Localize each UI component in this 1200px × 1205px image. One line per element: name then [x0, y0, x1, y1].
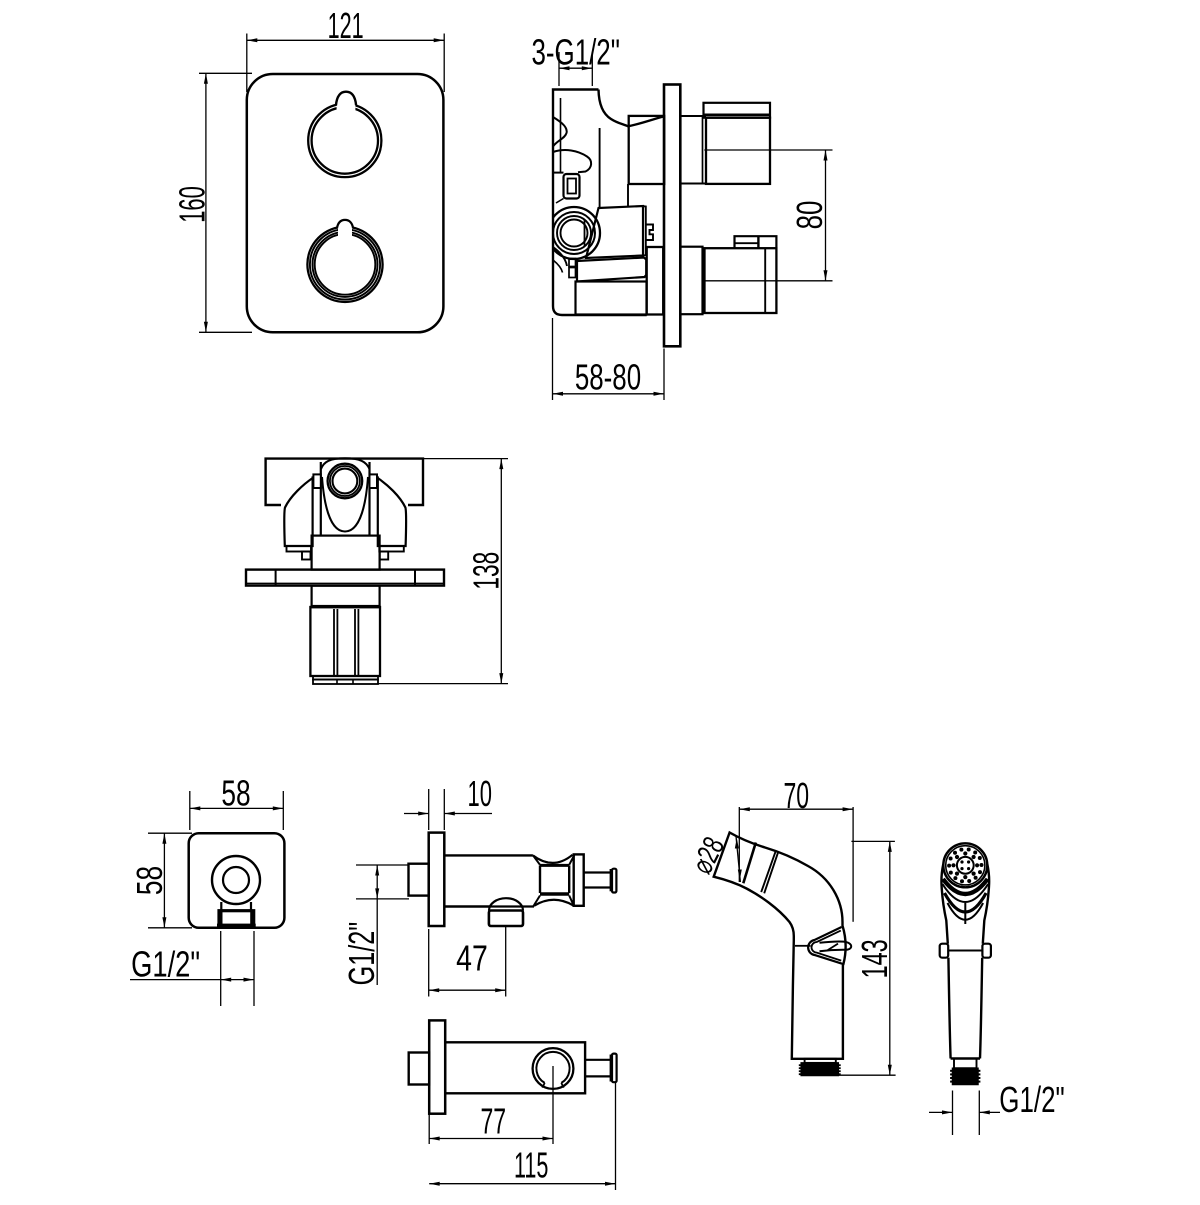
svg-text:58-80: 58-80: [575, 357, 641, 397]
svg-text:115: 115: [514, 1146, 548, 1186]
svg-text:47: 47: [456, 938, 488, 978]
svg-text:G1/2": G1/2": [342, 922, 383, 986]
svg-text:143: 143: [856, 939, 895, 978]
svg-text:3-G1/2": 3-G1/2": [531, 32, 619, 72]
svg-text:G1/2": G1/2": [999, 1080, 1064, 1120]
svg-text:138: 138: [467, 552, 506, 590]
svg-text:10: 10: [467, 775, 491, 815]
svg-text:G1/2": G1/2": [131, 944, 200, 985]
svg-text:160: 160: [173, 186, 213, 223]
svg-text:77: 77: [480, 1103, 506, 1142]
svg-text:70: 70: [783, 777, 809, 816]
svg-text:121: 121: [328, 6, 364, 46]
svg-text:58: 58: [129, 866, 170, 895]
svg-text:58: 58: [221, 772, 250, 813]
svg-text:80: 80: [790, 201, 830, 230]
